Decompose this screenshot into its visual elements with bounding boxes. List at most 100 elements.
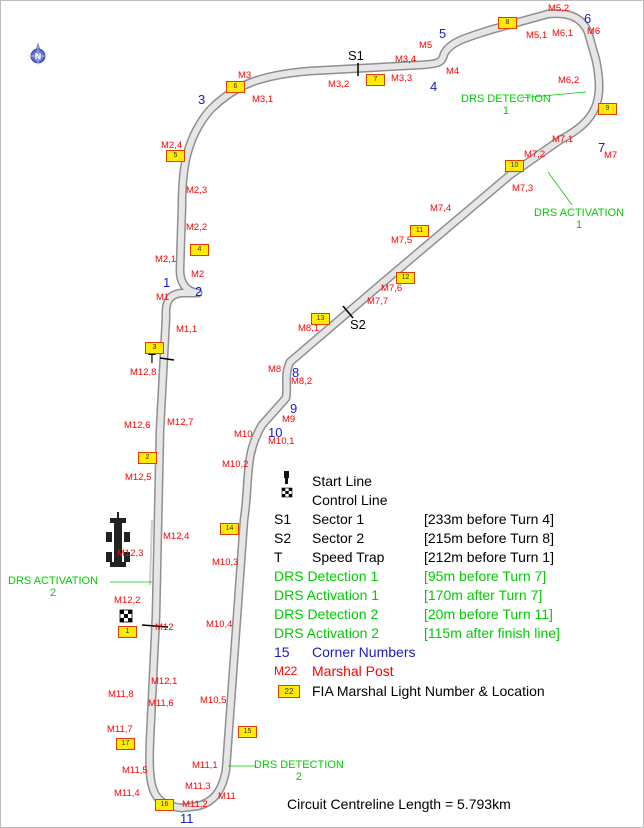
marshal-post: M12,1 [151,676,178,687]
sector-1-label: S1 [348,48,364,63]
marshal-post: M8 [268,364,282,375]
drs-label-line: 2 [295,770,302,783]
marshal-light: 12 [396,272,415,284]
legend-note: [20m before Turn 11] [424,606,553,622]
corner-5: 5 [439,26,447,41]
marshal-post: M7,2 [524,149,546,160]
marshal-post: M2,3 [186,185,208,196]
drs-label-line: 2 [49,586,57,599]
legend-note: [95m before Turn 7] [424,568,547,584]
legend-start-line-icon [284,471,289,484]
marshal-post: M2,2 [186,222,208,233]
legend-note: [212m before Turn 1] [424,549,554,565]
marshal-post: M10,2 [222,459,249,470]
marshal-post: M2,1 [155,254,177,265]
legend-symbol: T [274,549,283,565]
marshal-post: M4 [446,66,460,77]
drs-detection-2-label: DRS DETECTION 2 [254,759,344,783]
marshal-post: M5 [419,40,433,51]
drs-activation-1-label: DRS ACTIVATION 1 [534,207,625,231]
marshal-light: 13 [311,313,330,325]
marshal-post: M10 [234,429,253,440]
marshal-light: 14 [220,523,239,535]
marshal-post: M3,4 [395,54,417,65]
marshal-light: 16 [155,799,174,811]
marshal-post: M9 [282,414,296,425]
marshal-post: M7,7 [367,296,389,307]
marshal-post: M5,2 [548,3,570,14]
legend-note: [215m before Turn 8] [424,530,554,546]
marshal-post: M7,3 [512,183,534,194]
drs-detection-1-label: DRS DETECTION 1 [461,93,551,117]
marshal-light: 10 [505,160,524,172]
legend-light-symbol: 22 [278,685,300,698]
marshal-post: M11,7 [107,724,133,735]
marshal-post: M10,1 [268,436,295,447]
marshal-post: M2 [191,269,205,280]
drs-activation-2-label: DRS ACTIVATION 2 [8,575,98,599]
speed-trap-label: T [148,351,156,366]
marshal-light: 15 [238,726,257,738]
corner-9: 9 [290,401,298,416]
marshal-post: M11,6 [148,698,174,709]
marshal-post: M10,3 [212,557,239,568]
marshal-post: M11,1 [192,760,218,771]
marshal-post: M6 [587,26,601,37]
sector-2-line [342,305,354,319]
marshal-post: M6,1 [552,28,574,39]
legend-name: Marshal Post [312,663,394,679]
marshal-post: M12,3 [117,548,144,559]
marshal-post: M7,1 [552,134,574,145]
marshal-post: M7,4 [430,203,452,214]
marshal-post: M7,6 [381,283,403,294]
legend-name: Start Line [312,473,372,489]
control-line [141,624,169,628]
legend-control-line-icon [281,487,293,498]
corner-1: 1 [163,275,171,290]
marshal-light: 7 [366,74,385,86]
marshal-light: 9 [598,103,617,115]
speed-trap-line [159,357,175,361]
legend-name: Corner Numbers [312,644,416,660]
marshal-post: M5,1 [526,30,548,41]
marshal-light: 17 [116,738,135,750]
legend-name: Sector 2 [312,530,365,546]
legend-symbol: S2 [274,530,292,546]
legend-note: [170m after Turn 7] [424,587,543,603]
marshal-light: 8 [498,17,517,29]
marshal-post: M3,3 [391,73,413,84]
sector-2-label: S2 [350,317,366,332]
legend-name: Sector 1 [312,511,365,527]
marshal-post: M10,5 [200,695,227,706]
legend-note: [115m after finish line] [424,625,560,641]
marshal-light: 3 [145,342,164,354]
circuit-length: Circuit Centreline Length = 5.793km [287,796,511,812]
marshal-post: M7,5 [391,235,413,246]
marshal-post: M1 [156,292,170,303]
marshal-post: M8,1 [298,323,320,334]
marshal-post: M11,8 [108,689,134,700]
drs-label-line: DRS DETECTION [461,93,551,105]
drs-label-line: DRS DETECTION [254,759,344,771]
marshal-post: M1,1 [176,324,198,335]
marshal-light: 1 [118,626,137,638]
marshal-post: M12,8 [130,367,157,378]
drs-activation-1-line [547,171,573,206]
marshal-post: M12,6 [124,420,151,431]
corner-8: 8 [292,365,300,380]
marshal-post: M3,1 [252,94,274,105]
marshal-post: M3 [238,70,252,81]
marshal-light: 6 [226,81,245,93]
marshal-post: M8,2 [291,376,313,387]
marshal-post: M11,2 [182,799,208,810]
legend-name: DRS Detection 2 [274,606,379,622]
corner-6: 6 [584,11,592,26]
drs-label-line: DRS ACTIVATION [534,207,625,219]
marshal-post: M12,2 [114,595,141,606]
marshal-post: M11,3 [185,781,211,792]
marshal-light: 5 [166,150,185,162]
corner-3: 3 [198,92,206,107]
marshal-post: M3,2 [328,79,350,90]
track [145,9,604,813]
legend-name: DRS Activation 2 [274,625,380,641]
